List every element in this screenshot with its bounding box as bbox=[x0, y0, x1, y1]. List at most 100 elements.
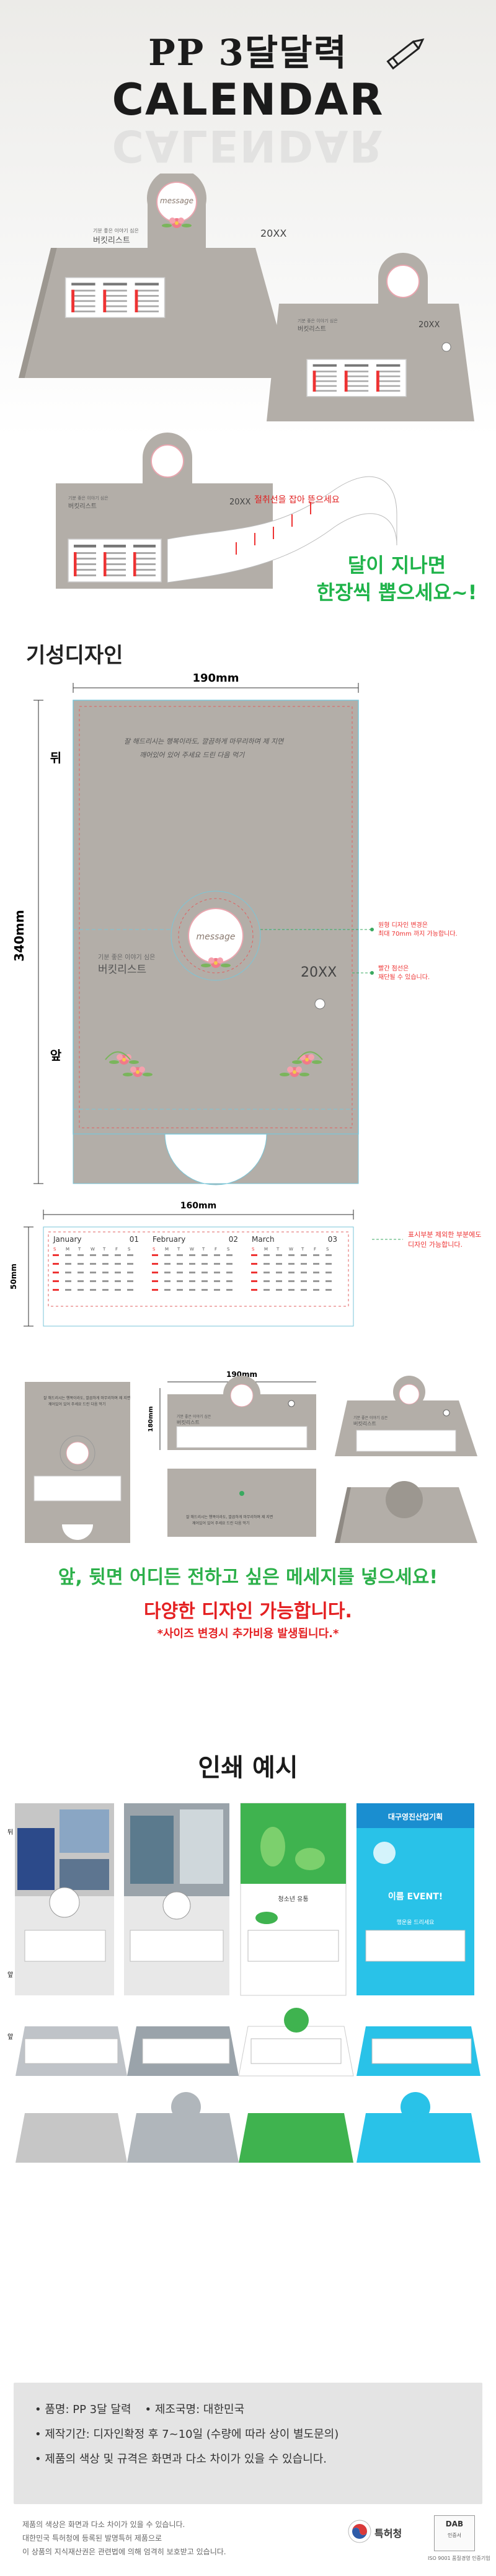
day-cell bbox=[251, 1289, 257, 1291]
example-photo-flat-2 bbox=[124, 1803, 229, 1995]
day-cell bbox=[90, 1272, 96, 1273]
day-cell bbox=[301, 1272, 307, 1273]
cert-sub: 인증서 bbox=[447, 2533, 462, 2538]
day-cell bbox=[288, 1289, 294, 1291]
info-line-1: • 품명: PP 3달 달력• 제조국명: 대한민국 bbox=[35, 2398, 461, 2422]
foot-note-1: 제품의 색상은 화면과 다소 차이가 있을 수 있습니다. bbox=[22, 2520, 185, 2529]
height-label: 340mm bbox=[12, 910, 27, 961]
layout-diagrams: 잘 해드리시는 행복이라도, 깔끔하게 마무리하며 제 지면 깨어있어 있어 주… bbox=[25, 1370, 477, 1543]
tent-front: 기분 좋은 이야기 심은 버킷리스트 잘 해드리시는 행복이라도, 깔끔하게 마… bbox=[167, 1376, 316, 1537]
day-cell bbox=[90, 1280, 96, 1282]
day-cell bbox=[177, 1272, 183, 1273]
day-cell bbox=[276, 1254, 282, 1256]
day-cell bbox=[301, 1280, 307, 1282]
day-cell bbox=[90, 1254, 96, 1256]
day-cell bbox=[115, 1272, 121, 1273]
day-cell bbox=[326, 1289, 332, 1291]
day-cell bbox=[202, 1289, 208, 1291]
weekday-label: S bbox=[326, 1247, 329, 1252]
day-cell bbox=[264, 1280, 270, 1282]
svg-text:뒤: 뒤 bbox=[7, 1829, 13, 1836]
day-cell bbox=[53, 1272, 59, 1273]
weekday-label: T bbox=[301, 1247, 304, 1252]
day-cell bbox=[65, 1289, 71, 1291]
day-cell bbox=[251, 1263, 257, 1265]
cut-note-2: 재단될 수 있습니다. bbox=[378, 974, 430, 981]
examples-grid: 뒤 앞 앞 bbox=[7, 1803, 480, 2163]
foot-note-2: 대한민국 특허청에 등록된 발명특허 제품으로 bbox=[22, 2534, 162, 2543]
day-cell bbox=[164, 1263, 170, 1265]
day-cell bbox=[288, 1254, 294, 1256]
day-cell bbox=[313, 1280, 319, 1282]
product-info-section: • 품명: PP 3달 달력• 제조국명: 대한민국 • 제작기간: 디자인확정… bbox=[0, 2383, 496, 2576]
cert-title: DAB bbox=[445, 2520, 464, 2528]
day-cell bbox=[202, 1263, 208, 1265]
day-cell bbox=[152, 1254, 158, 1256]
day-cell bbox=[189, 1263, 195, 1265]
pad-height-label: 50mm bbox=[9, 1264, 18, 1290]
section-heading-design: 기성디자인 bbox=[26, 643, 123, 668]
day-cell bbox=[202, 1280, 208, 1282]
day-cell bbox=[214, 1272, 220, 1273]
cut-note-1: 빨간 점선은 bbox=[378, 965, 409, 972]
day-cell bbox=[226, 1280, 232, 1282]
pad-note-1: 표시부분 제외한 부분에도 bbox=[408, 1231, 481, 1239]
day-cell bbox=[164, 1280, 170, 1282]
svg-text:20XX: 20XX bbox=[260, 227, 286, 239]
section-heading-examples: 인쇄 예시 bbox=[198, 1754, 298, 1782]
hero-mockups: message 기분 좋은 이야기 심은 버킷리스트 20XX 기분 좋은 이야… bbox=[19, 174, 474, 589]
day-cell bbox=[251, 1254, 257, 1256]
day-cell bbox=[65, 1280, 71, 1282]
weekday-label: T bbox=[102, 1247, 106, 1252]
day-cell bbox=[301, 1254, 307, 1256]
day-cell bbox=[102, 1254, 108, 1256]
day-cell bbox=[301, 1263, 307, 1265]
day-cell bbox=[264, 1254, 270, 1256]
day-cell bbox=[214, 1254, 220, 1256]
day-cell bbox=[313, 1272, 319, 1273]
day-cell bbox=[65, 1272, 71, 1273]
day-cell bbox=[313, 1263, 319, 1265]
day-cell bbox=[177, 1254, 183, 1256]
design-spec-section: 기성디자인 190mm 340mm 뒤 앞 잘 해드리시는 행복이라도, 깔끔하… bbox=[0, 626, 496, 1345]
svg-text:앞: 앞 bbox=[7, 2033, 13, 2041]
example-photo-flat bbox=[15, 1803, 114, 1995]
day-cell bbox=[326, 1263, 332, 1265]
svg-text:행운을 드리세요: 행운을 드리세요 bbox=[397, 1919, 435, 1926]
day-cell bbox=[78, 1289, 84, 1291]
svg-text:깨어있어 있어 주세요 드린 다음 먹기: 깨어있어 있어 주세요 드린 다음 먹기 bbox=[48, 1402, 105, 1407]
card-brand: 버킷리스트 bbox=[98, 964, 146, 976]
svg-text:앞: 앞 bbox=[7, 1971, 13, 1979]
day-cell bbox=[127, 1272, 133, 1273]
svg-text:기분 좋은 이야기 심은: 기분 좋은 이야기 심은 bbox=[93, 227, 139, 234]
svg-text:버킷리스트: 버킷리스트 bbox=[93, 236, 130, 245]
svg-text:버킷리스트: 버킷리스트 bbox=[353, 1420, 376, 1426]
day-cell bbox=[115, 1280, 121, 1282]
day-cell bbox=[78, 1280, 84, 1282]
svg-text:기분 좋은 이야기 심은: 기분 좋은 이야기 심은 bbox=[177, 1414, 211, 1419]
day-cell bbox=[264, 1263, 270, 1265]
weekday-label: T bbox=[276, 1247, 280, 1252]
day-cell bbox=[127, 1280, 133, 1282]
spec-box: • 품명: PP 3달 달력• 제조국명: 대한민국 • 제작기간: 디자인확정… bbox=[14, 2383, 482, 2504]
weekday-label: T bbox=[177, 1247, 180, 1252]
title-reflection: CALENDAR bbox=[112, 124, 384, 167]
layout-width-label: 190mm bbox=[226, 1370, 257, 1379]
svg-text:잘 해드리시는 행복이라도, 깔끔하게 마무리하며 제 지면: 잘 해드리시는 행복이라도, 깔끔하게 마무리하며 제 지면 bbox=[186, 1514, 273, 1519]
tear-instruction: 절취선을 잡아 뜯으세요 bbox=[254, 495, 340, 505]
day-cell bbox=[276, 1263, 282, 1265]
day-cell bbox=[177, 1263, 183, 1265]
day-cell bbox=[102, 1289, 108, 1291]
weekday-label: S bbox=[252, 1247, 255, 1252]
month-name: January bbox=[53, 1235, 82, 1244]
weekday-label: W bbox=[289, 1247, 293, 1252]
weekday-label: F bbox=[215, 1247, 217, 1252]
day-cell bbox=[152, 1263, 158, 1265]
weekday-label: M bbox=[264, 1247, 268, 1252]
day-cell bbox=[264, 1272, 270, 1273]
weekday-label: T bbox=[202, 1247, 205, 1252]
layout-height-label: 180mm bbox=[148, 1406, 154, 1432]
day-cell bbox=[102, 1280, 108, 1282]
